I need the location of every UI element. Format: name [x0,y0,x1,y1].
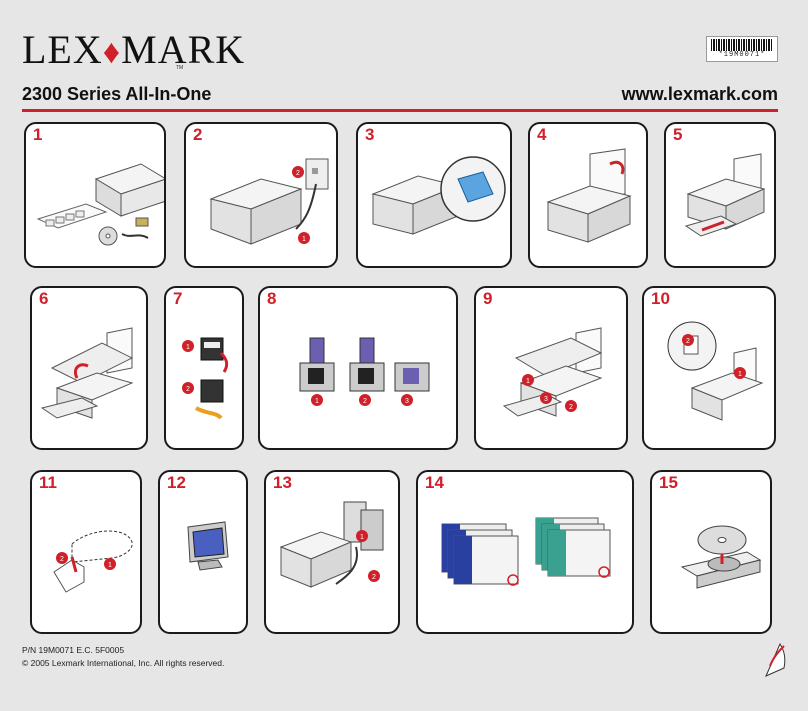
callout-1: 1 [302,236,306,243]
callout-2: 2 [686,338,690,345]
step-number: 13 [273,473,292,492]
close-scanner-icon: 1 3 2 [502,327,603,417]
callout-2: 2 [569,404,573,411]
callout-1: 1 [526,378,530,385]
trademark-mark: TM [176,65,184,71]
install-screens-icon [441,517,611,586]
callout-1: 1 [360,534,364,541]
usb-cable-icon: 1 2 [279,501,384,588]
part-number: P/N 19M0071 E.C. 5F0005 [22,645,125,655]
callout-1: 1 [186,344,190,351]
callout-1: 1 [315,398,319,405]
step-number: 2 [193,125,203,144]
step-panel-8: 8 1 2 3 [258,286,458,450]
callout-2: 2 [363,398,367,405]
page-curl-icon [765,642,786,677]
step-number: 11 [39,473,57,492]
step-panel-2: 2 2 1 [184,122,338,268]
step-panel-15: 15 [650,470,772,634]
product-title: 2300 Series All-In-One [22,84,212,104]
step-number: 14 [425,473,444,492]
callout-3: 3 [405,398,409,405]
cartridge-tape-icon: 1 2 [182,337,229,420]
callout-1: 1 [108,562,112,569]
callout-2: 2 [296,170,300,177]
step-panel-3: 3 [356,122,512,268]
step-number: 12 [167,473,186,492]
step-number: 8 [267,289,277,308]
barcode: *19M0071* [706,36,778,62]
insert-cartridges-icon: 1 2 3 [299,337,430,406]
step-panel-12: 12 [158,470,248,634]
computer-monitor-icon [187,521,229,571]
step-number: 9 [483,289,493,308]
logo-text-lex: LEX [22,27,103,72]
insert-cd-icon [680,525,762,589]
barcode-bars [711,39,773,51]
step-number: 3 [365,125,375,144]
copyright: © 2005 Lexmark International, Inc. All r… [22,658,225,668]
step-number: 5 [673,125,683,144]
step-panel-6: 6 [30,286,148,450]
logo-text-mark: MARK [121,27,246,72]
exit-tray-icon [684,153,766,237]
step-number: 6 [39,289,49,308]
shipping-tape-icon [371,156,506,235]
step-panel-1: 1 [24,122,166,268]
callout-2: 2 [372,574,376,581]
step-number: 4 [537,125,547,144]
step-panel-10: 10 2 1 [642,286,776,450]
load-paper-icon: 2 1 [667,321,764,421]
scanner-unit-icon [40,327,134,419]
step-number: 1 [33,125,43,144]
step-panel-4: 4 [528,122,648,268]
callout-1: 1 [738,371,742,378]
step-panel-14: 14 [416,470,634,634]
lexmark-logo: LEX♦MARK [22,30,245,73]
callout-2: 2 [186,386,190,393]
logo-diamond-icon: ♦ [102,34,122,71]
step-number: 15 [659,473,678,492]
website-link[interactable]: www.lexmark.com [621,84,778,104]
unboxed-printer-icon [36,163,164,246]
step-panel-13: 13 1 2 [264,470,400,634]
paper-support-icon [546,148,632,243]
callout-3: 3 [544,396,548,403]
step-panel-11: 11 1 2 [30,470,142,634]
step-panel-5: 5 [664,122,776,268]
barcode-text: *19M0071* [718,51,766,59]
callout-2: 2 [60,556,64,563]
power-button-icon: 1 2 [53,530,133,593]
header-rule [22,109,778,112]
step-number: 10 [651,289,670,308]
step-panel-9: 9 1 3 2 [474,286,628,450]
step-panel-7: 7 1 2 [164,286,244,450]
step-number: 7 [173,289,183,308]
power-cord-icon: 2 1 [209,158,329,245]
